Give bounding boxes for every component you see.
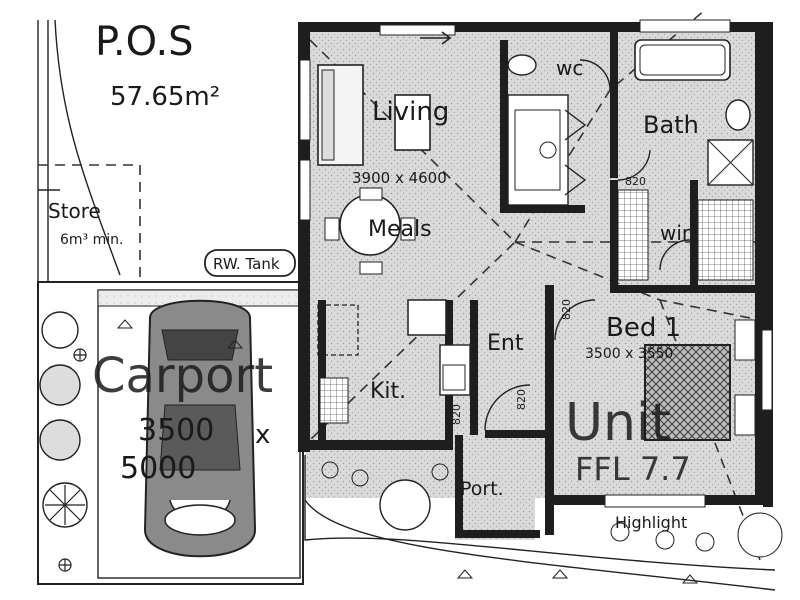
bed1-label: Bed 1 xyxy=(606,313,681,343)
store-label: Store xyxy=(48,199,101,223)
front-garden xyxy=(304,455,783,591)
windows xyxy=(299,19,773,508)
store xyxy=(38,164,141,280)
car-icon xyxy=(143,299,257,558)
highlight-label: Highlight xyxy=(615,513,687,532)
wc-fixtures xyxy=(507,54,587,206)
ffl-label: FFL 7.7 xyxy=(575,450,691,488)
carport xyxy=(37,281,304,585)
door-swings xyxy=(484,59,691,431)
store-note: 6m³ min. xyxy=(60,232,123,248)
wc-label: wc xyxy=(556,56,583,80)
living-dims: 3900 x 4600 xyxy=(352,169,447,187)
bath-label: Bath xyxy=(643,111,699,139)
section-markers xyxy=(116,31,699,584)
pos-area: 57.65m² xyxy=(110,82,220,112)
entry-label: Ent xyxy=(487,331,524,356)
living-furniture xyxy=(317,64,431,275)
carport-dim-l: 5000 xyxy=(120,451,196,486)
kitchen-label: Kit. xyxy=(370,379,406,404)
garden-shrubs xyxy=(39,311,88,572)
bed-1 xyxy=(644,319,756,441)
meals-label: Meals xyxy=(368,217,432,242)
door-mark-1: 820 xyxy=(625,175,646,188)
door-mark-3: 820 xyxy=(515,389,528,410)
kitchen-fixtures xyxy=(317,299,471,424)
door-mark-4: 820 xyxy=(450,404,463,425)
rw-tank xyxy=(204,249,296,277)
living-label: Living xyxy=(372,97,449,127)
carport-dim-x: x xyxy=(255,420,270,450)
bath-fixtures xyxy=(634,39,754,186)
room-labels: P.O.S 57.65m² Store 6m³ min. RW. Tank Ca… xyxy=(48,19,699,532)
bed1-dims: 3500 x 3550 xyxy=(585,346,673,362)
carport-dim-w: 3500 xyxy=(138,413,214,448)
porch-label: Port. xyxy=(460,478,504,500)
rw-tank-label: RW. Tank xyxy=(213,255,280,273)
pos-title: P.O.S xyxy=(95,19,194,65)
door-mark-2: 820 xyxy=(560,299,573,320)
wir-label: wir xyxy=(660,221,691,245)
unit-label: Unit xyxy=(565,393,671,453)
wir-shelves xyxy=(617,189,754,281)
carport-label: Carport xyxy=(92,348,273,404)
